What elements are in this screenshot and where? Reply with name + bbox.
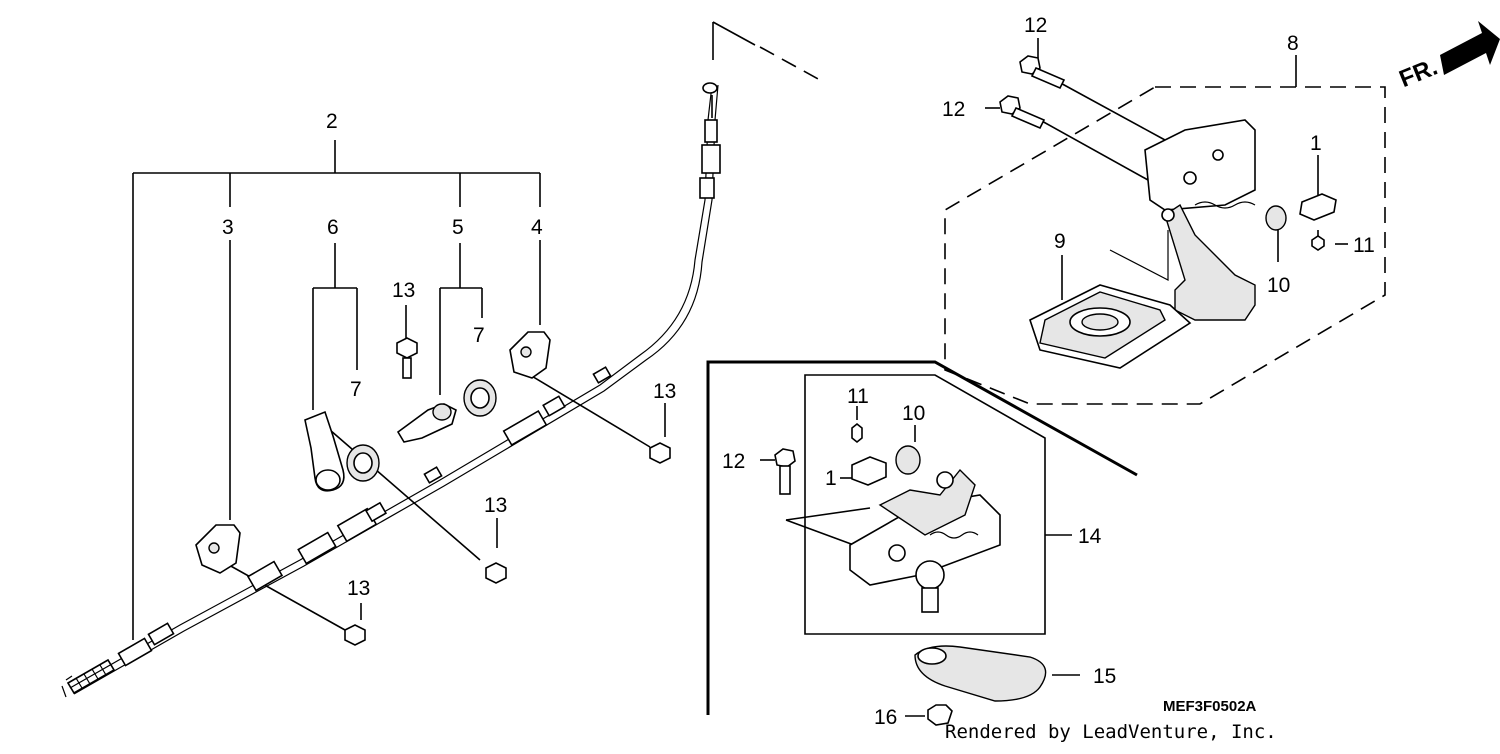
cable-assembly [61, 82, 721, 698]
label-9: 9 [1054, 230, 1066, 253]
bolt-12-c [774, 448, 796, 495]
front-indicator: FR. [1395, 54, 1441, 94]
damper-10-top [1265, 205, 1287, 231]
section-divider [706, 360, 1138, 715]
label-15: 15 [1093, 665, 1116, 688]
label-16: 16 [874, 706, 897, 729]
assembly-8-outline [944, 55, 1386, 405]
label-13: 13 [653, 380, 676, 403]
label-3: 3 [222, 216, 234, 239]
screw-11-bottom [851, 422, 863, 444]
label-8: 8 [1287, 32, 1299, 55]
drawing-code: MEF3F0502A [1163, 698, 1257, 715]
label-7: 7 [350, 378, 362, 401]
label-7: 7 [473, 324, 485, 347]
label-2: 2 [326, 110, 338, 133]
clamp-5 [396, 403, 457, 443]
grommet-7 [346, 379, 497, 482]
assembly-14-outline [804, 374, 1072, 635]
label-10: 10 [1267, 274, 1290, 297]
bolt-12-a [1019, 55, 1066, 90]
switch-1-top [1299, 193, 1337, 221]
label-13: 13 [347, 577, 370, 600]
clamp-4 [509, 331, 551, 379]
damper-10-bottom [895, 445, 921, 475]
label-12: 12 [1024, 14, 1047, 37]
lever-housing-8 [1144, 119, 1256, 321]
callout-lines-right-top [985, 38, 1348, 300]
label-12: 12 [942, 98, 965, 121]
label-6: 6 [327, 216, 339, 239]
label-1: 1 [1310, 132, 1322, 155]
credit-text: Rendered by LeadVenture, Inc. [945, 721, 1277, 743]
screw-11-top [1311, 230, 1325, 251]
switch-1-bottom [851, 456, 887, 486]
label-11: 11 [1353, 234, 1375, 257]
part-labels: 2 3 6 5 4 13 7 7 13 13 13 12 8 12 1 9 11… [222, 14, 1375, 729]
label-10: 10 [902, 402, 925, 425]
label-4: 4 [531, 216, 543, 239]
clamp-3 [195, 524, 241, 574]
label-13: 13 [392, 279, 415, 302]
label-13: 13 [484, 494, 507, 517]
front-arrow-icon [1440, 21, 1500, 75]
bolt-12-b [999, 95, 1046, 130]
boot-9 [1029, 284, 1192, 369]
label-14: 14 [1078, 525, 1102, 548]
label-5: 5 [452, 216, 464, 239]
knob-15 [914, 645, 1047, 702]
callout-lines-right-bottom [760, 406, 1080, 717]
label-1: 1 [825, 467, 837, 490]
lever-base-14 [849, 468, 1001, 613]
stay-6 [304, 410, 345, 492]
label-11: 11 [847, 385, 869, 408]
nut-16 [927, 704, 953, 726]
bolts-13 [344, 337, 671, 646]
label-12: 12 [722, 450, 745, 473]
